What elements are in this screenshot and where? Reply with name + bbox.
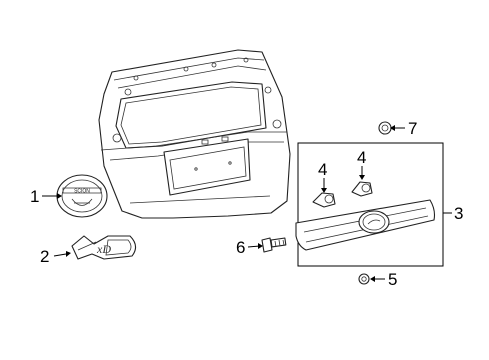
rear-emblem: SCION bbox=[56, 174, 108, 218]
callout-2: 2 bbox=[40, 247, 49, 266]
mounting-bolt bbox=[261, 237, 287, 253]
callout-5: 5 bbox=[388, 270, 397, 289]
garnish-clip-right bbox=[351, 181, 373, 197]
callout-4-left: 4 bbox=[318, 160, 327, 179]
callout-1: 1 bbox=[30, 187, 39, 206]
emblem-text: SCION bbox=[74, 189, 90, 195]
badge-text: xD bbox=[96, 242, 111, 256]
garnish-assembly-frame bbox=[297, 142, 444, 267]
callout-4-right: 4 bbox=[357, 148, 366, 167]
leader-lines bbox=[42, 125, 452, 282]
garnish-nut bbox=[358, 273, 370, 285]
back-door-panel bbox=[98, 49, 291, 219]
garnish-clip-left bbox=[312, 192, 336, 208]
xd-badge: xD bbox=[71, 235, 137, 260]
back-door-garnish bbox=[295, 199, 436, 251]
callout-6: 6 bbox=[236, 238, 245, 257]
grommet bbox=[378, 121, 392, 135]
callout-3: 3 bbox=[454, 204, 463, 223]
callout-7: 7 bbox=[408, 119, 417, 138]
